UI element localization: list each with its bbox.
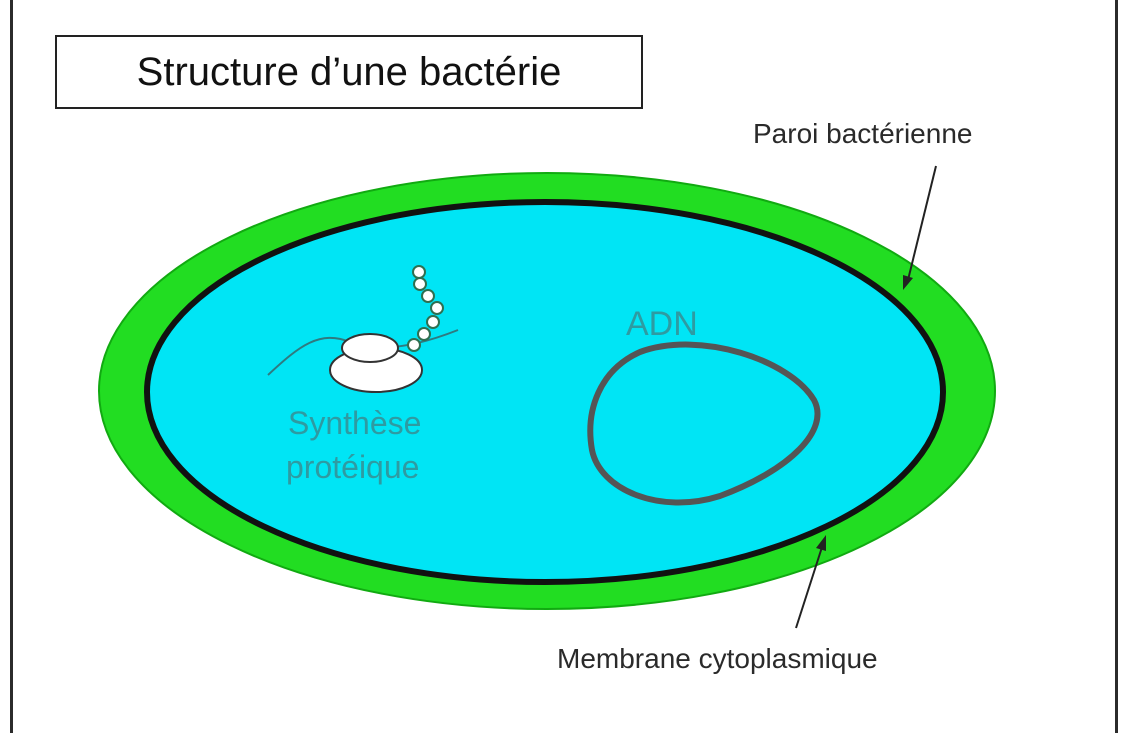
cytoplasm xyxy=(147,202,943,582)
protein-synthesis-label-line1: Synthèse xyxy=(288,405,421,442)
dna-label: ADN xyxy=(626,305,698,344)
cell-wall-label: Paroi bactérienne xyxy=(753,118,972,150)
ribosome-small-subunit xyxy=(342,334,398,362)
membrane-label: Membrane cytoplasmique xyxy=(557,643,878,675)
protein-synthesis-label-line2: protéique xyxy=(286,449,419,486)
cell-wall-pointer-line xyxy=(907,166,936,284)
